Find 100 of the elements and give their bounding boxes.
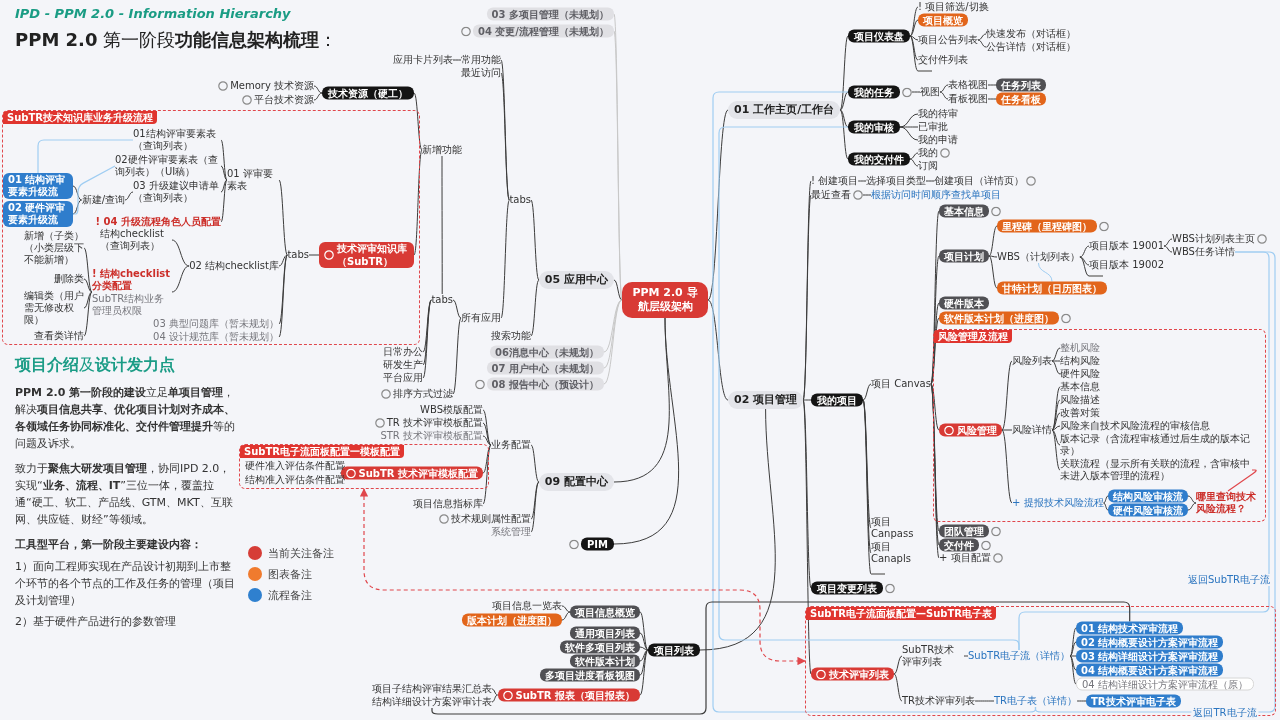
- connector-line: [171, 239, 190, 267]
- connector-line: [1163, 238, 1173, 247]
- connector-line: [452, 299, 462, 319]
- connector-line: [603, 299, 623, 385]
- topic-label: 技术评审列表: [829, 667, 889, 681]
- topic-box: 通用项目列表: [570, 626, 640, 640]
- topic-box: 03 多项目管理（未规划）: [486, 7, 614, 21]
- topic-text: tabs: [509, 194, 531, 206]
- connector-line: [1069, 655, 1077, 657]
- connector-line: [1001, 429, 1013, 431]
- paragraph: PPM 2.0 第一阶段的建设立足单项目管理，解决项目信息共享、优化项目计划对齐成本、各领域任务协同标准化、交付件管理提升等的问题及诉求。: [15, 385, 235, 452]
- connector-line: [278, 254, 288, 338]
- connector-line: [1227, 469, 1257, 492]
- topic-text: 订阅: [918, 160, 938, 172]
- topic-text: STR 技术评审模板配置: [380, 430, 483, 442]
- connector-line: [83, 291, 93, 309]
- topic-box: 软件多项目列表: [560, 640, 640, 654]
- topic-text: ! 结构checklist分类配置: [92, 267, 172, 292]
- connector-line: [482, 444, 492, 505]
- topic-box: 02 结构概要设计方案评审流程: [1076, 635, 1224, 649]
- topic-box: 项目变更列表: [811, 581, 883, 595]
- header-text: IPD - PPM 2.0 - Information Hierarchy: [15, 6, 291, 22]
- connector-line: [278, 179, 288, 256]
- topic-box: 硬件风险审核流: [1108, 503, 1188, 517]
- topic-text: 项目版本 19002: [1089, 259, 1164, 271]
- topic-box: 任务列表: [996, 78, 1046, 92]
- connector-line: [909, 19, 919, 37]
- connector-line: [893, 673, 903, 702]
- connector-line: [491, 694, 498, 703]
- connector-line: [1079, 256, 1090, 277]
- topic-text: 项目版本 19001: [1089, 240, 1164, 252]
- topic-box: 甘特计划（日历图表）: [997, 281, 1107, 295]
- group-title: SubTR电子流面板配置—SubTR电子表: [806, 607, 996, 620]
- topic-text: 03 升级建议申请单（查询列表）: [133, 180, 221, 204]
- boundary-box: [239, 444, 489, 489]
- topic-label: 技术评审知识库（SubTR）: [337, 242, 408, 268]
- topic-text: 02 结构checklist库: [189, 260, 279, 272]
- topic-text: 硬件风险: [1060, 368, 1100, 380]
- connector-line: [699, 408, 776, 651]
- page-title: PPM 2.0 第一阶段功能信息架构梳理：: [15, 28, 338, 52]
- topic-text: + 提报技术风险流程: [1012, 497, 1104, 509]
- connector-line: [1103, 502, 1109, 511]
- topic-text: 我的待审: [918, 108, 958, 120]
- topic-text: 基本信息: [1060, 381, 1100, 393]
- topic-text: 最近查看: [811, 189, 851, 201]
- topic-text: 01 评审要素表: [227, 168, 279, 192]
- connector-line: [1034, 251, 1276, 713]
- topic-box: [497, 688, 640, 702]
- connector-line: [639, 632, 649, 651]
- topic-box: 项目概览: [918, 13, 968, 27]
- topic-text: 视图: [920, 86, 940, 98]
- connector-line: [963, 655, 969, 657]
- topic-text: 项目信息指标库: [413, 498, 483, 510]
- boundary-box: [805, 606, 1276, 716]
- connector-line: [1038, 262, 1053, 282]
- topic-text: 表格视图: [948, 79, 988, 91]
- topic-box: 项目信息概览: [570, 605, 640, 619]
- topic-label: SubTR 报表（项目报表）: [515, 688, 635, 702]
- connector-line: [83, 278, 93, 293]
- connector-line: [1051, 360, 1061, 375]
- topic-box: 结构风险审核流: [1108, 489, 1188, 503]
- connector-line: [1069, 641, 1077, 657]
- connector-line: [1076, 700, 1087, 702]
- topic-text: SubTR电子流（详情）: [968, 650, 1071, 662]
- topic-text: 风险描述: [1060, 394, 1100, 406]
- connector-line: [413, 92, 423, 151]
- topic-text: 整机风险: [1060, 342, 1100, 354]
- topic-text: 根据访问时间顺序查找单项目: [871, 189, 1001, 201]
- connector-line: [1001, 360, 1013, 431]
- topic-box: 我的审核: [848, 120, 900, 134]
- connector-line: [862, 194, 872, 196]
- connector-line: [909, 35, 919, 41]
- topic-text: 排序方式过滤: [393, 388, 453, 400]
- list-item: 2）基于硬件产品进行的参数管理: [15, 614, 177, 630]
- connector-line: [909, 158, 919, 167]
- main-topic: 09 配置中心: [538, 473, 614, 491]
- section-heading: 项目介绍及设计发力点: [15, 354, 175, 376]
- connector-line: [988, 225, 998, 257]
- connector-line: [72, 165, 116, 215]
- topic-text: 技术规则属性配置: [451, 513, 531, 525]
- connector-line: [313, 85, 323, 94]
- connector-line: [839, 35, 849, 111]
- topic-text: tabs: [287, 249, 309, 261]
- topic-box: 团队管理: [939, 524, 989, 538]
- topic-box: 我的任务: [848, 85, 900, 99]
- topic-label: SubTR 技术评审模板配置: [358, 466, 478, 480]
- connector-line: [452, 317, 462, 395]
- topic-box: 软件版本计划: [570, 654, 640, 668]
- connector-line: [1187, 495, 1197, 504]
- topic-text: 所有应用: [461, 312, 501, 324]
- double-arrow: [359, 488, 806, 666]
- topic-text: ! 项目筛选/切换: [918, 1, 989, 13]
- connector-line: [171, 265, 190, 293]
- topic-text: 创建项目（详情页）: [934, 175, 1024, 187]
- topic-box: 任务看板: [996, 92, 1046, 106]
- connector-line: [220, 179, 228, 223]
- connector-line: [977, 39, 987, 48]
- connector-line: [482, 435, 492, 446]
- legend-label: 当前关注备注: [268, 546, 334, 560]
- connector-line: [482, 422, 492, 446]
